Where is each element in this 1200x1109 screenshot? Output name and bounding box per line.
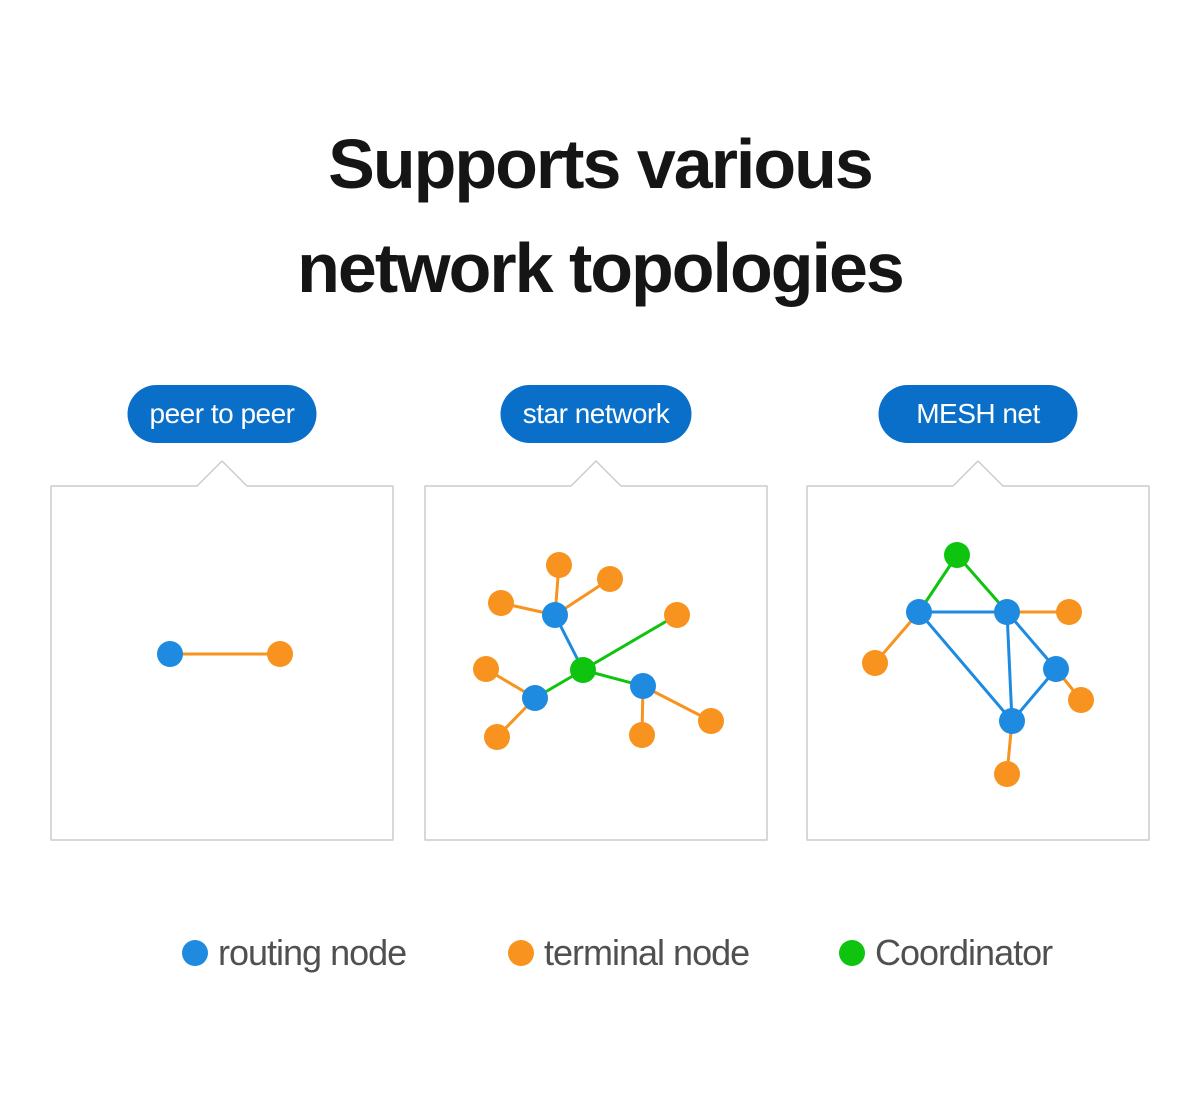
terminal-node-t4 <box>994 761 1020 787</box>
routing-node-r3 <box>1043 656 1069 682</box>
diagram-peer-to-peer <box>50 460 394 841</box>
panel-frame <box>806 460 1150 841</box>
terminal-node-t3 <box>488 590 514 616</box>
title-line-1: Supports various <box>328 125 874 203</box>
panel-mesh-net: MESH net <box>806 385 1150 841</box>
legend-item-terminal: terminal node <box>508 928 750 978</box>
panel-peer-to-peer: peer to peer <box>50 385 394 841</box>
routing-node-r2 <box>522 685 548 711</box>
routing-node-r1 <box>542 602 568 628</box>
routing-node-r4 <box>999 708 1025 734</box>
routing-node-r1 <box>906 599 932 625</box>
routing-node-r3 <box>630 673 656 699</box>
diagram-mesh-net <box>806 460 1150 841</box>
diagram-star-network <box>424 460 768 841</box>
title-line-2: network topologies <box>297 229 905 307</box>
panel-frame <box>50 460 394 841</box>
terminal-node-t5 <box>473 656 499 682</box>
panel-frame <box>424 460 768 841</box>
coordinator-node-dot <box>839 940 865 966</box>
terminal-node-t1 <box>267 641 293 667</box>
terminal-node-dot <box>508 940 534 966</box>
routing-node-r1 <box>157 641 183 667</box>
terminal-node-t2 <box>1056 599 1082 625</box>
terminal-node-t1 <box>862 650 888 676</box>
routing-node-dot <box>182 940 208 966</box>
terminal-node-t8 <box>698 708 724 734</box>
edge-r1-r4 <box>917 611 1014 722</box>
legend-item-routing: routing node <box>182 928 407 978</box>
edge-c-t4 <box>582 613 678 672</box>
legend-label: routing node <box>218 932 407 973</box>
coordinator-node-c <box>944 542 970 568</box>
terminal-node-t4 <box>664 602 690 628</box>
page-title: Supports various network topologies <box>0 112 1200 320</box>
panel-label-pill: peer to peer <box>127 385 317 443</box>
panel-label-pill: MESH net <box>878 385 1078 443</box>
coordinator-node-c <box>570 657 596 683</box>
edge-r2-r4 <box>1005 611 1014 722</box>
routing-node-r2 <box>994 599 1020 625</box>
panel-star-network: star network <box>424 385 768 841</box>
panel-label-pill: star network <box>500 385 692 443</box>
terminal-node-t6 <box>484 724 510 750</box>
terminal-node-t3 <box>1068 687 1094 713</box>
terminal-node-t2 <box>597 566 623 592</box>
terminal-node-t7 <box>629 722 655 748</box>
legend-item-coordinator: Coordinator <box>839 928 1053 978</box>
legend-label: terminal node <box>544 932 750 973</box>
terminal-node-t1 <box>546 552 572 578</box>
legend-label: Coordinator <box>875 932 1053 973</box>
